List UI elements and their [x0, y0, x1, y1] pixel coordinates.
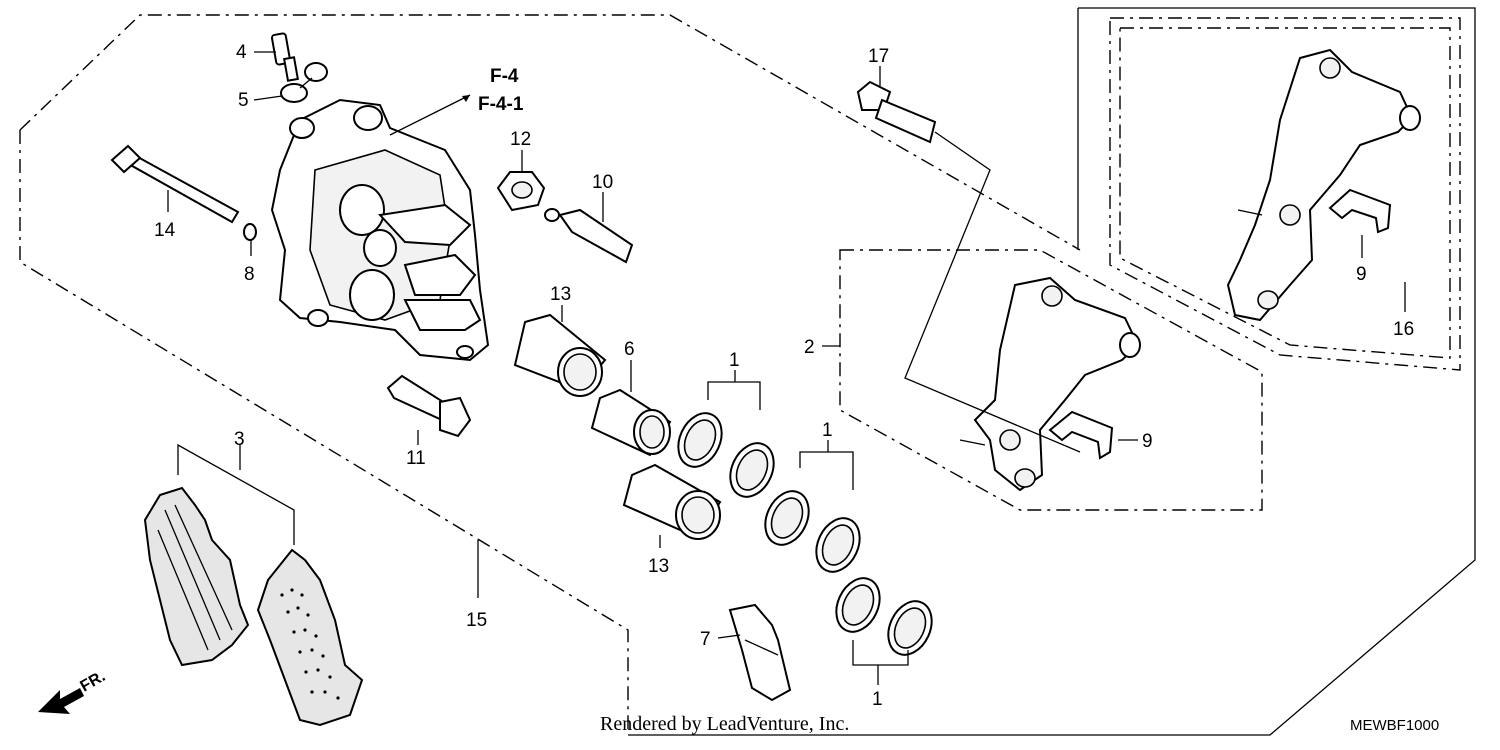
callout-4: 4	[236, 42, 247, 63]
caliper-body	[270, 98, 490, 362]
leader-lines	[167, 51, 1406, 685]
part-13-piston-upper	[513, 313, 607, 397]
reference-label-f4-1[interactable]: F-4-1	[478, 94, 524, 115]
callout-8: 8	[244, 264, 255, 285]
part-13-piston-lower	[622, 463, 722, 540]
callout-3: 3	[234, 429, 245, 450]
callout-9-b: 9	[1356, 264, 1367, 285]
callout-13-lower: 13	[648, 556, 669, 577]
callout-10: 10	[592, 172, 613, 193]
part-7-pad-spring	[728, 603, 792, 702]
caliper-assembly-boundary	[19, 14, 1081, 251]
callout-12: 12	[510, 129, 531, 150]
front-direction-label: FR.	[78, 668, 109, 696]
part-10-slide-pin	[544, 208, 634, 264]
part-4-bleeder-screw	[270, 32, 299, 82]
rendered-by-credit: Rendered by LeadVenture, Inc.	[600, 713, 849, 735]
reference-label-f4[interactable]: F-4	[490, 66, 519, 87]
callout-1-b: 1	[822, 420, 833, 441]
callout-11: 11	[406, 448, 426, 469]
callout-2: 2	[804, 337, 815, 358]
part-1-seal-set-b	[764, 490, 861, 573]
bracket-assembly-box	[1109, 17, 1461, 371]
callout-7: 7	[700, 629, 711, 650]
bracket-assembly-box-inner	[1119, 27, 1451, 359]
callout-9-a: 9	[1142, 431, 1153, 452]
part-16-bracket-assembly	[1226, 48, 1421, 322]
part-8-washer	[243, 223, 257, 241]
part-17-bolt	[856, 80, 937, 144]
callout-16: 16	[1393, 319, 1414, 340]
callout-13-upper: 13	[550, 284, 571, 305]
part-9-clip-b	[1328, 188, 1392, 234]
callout-1-a: 1	[729, 350, 740, 371]
part-12-nut	[496, 171, 546, 212]
callout-6: 6	[624, 339, 635, 360]
callout-1-c: 1	[872, 689, 883, 710]
part-3-brake-pad-front	[143, 486, 250, 667]
callout-17: 17	[868, 46, 889, 67]
part-9-clip-a	[1048, 410, 1114, 460]
bracket-2-box	[839, 249, 1263, 511]
diagram-code: MEWBF1000	[1350, 717, 1439, 734]
outer-frame-right	[628, 7, 1476, 736]
part-1-seal-set-a	[677, 412, 775, 498]
part-2-bracket	[959, 276, 1141, 492]
callout-14: 14	[154, 220, 176, 241]
front-direction-arrow-icon	[38, 688, 84, 714]
part-3-brake-pad-rear	[256, 548, 364, 727]
part-1-seal-set-c	[835, 577, 933, 656]
part-6-piston	[590, 388, 672, 457]
callout-15: 15	[466, 610, 487, 631]
part-14-pad-pin	[110, 144, 240, 224]
part-5-bleeder-cap	[280, 62, 328, 103]
part-11-bolt	[386, 374, 472, 438]
caliper-assembly-boundary-lower	[19, 130, 629, 735]
callout-5: 5	[238, 90, 249, 111]
